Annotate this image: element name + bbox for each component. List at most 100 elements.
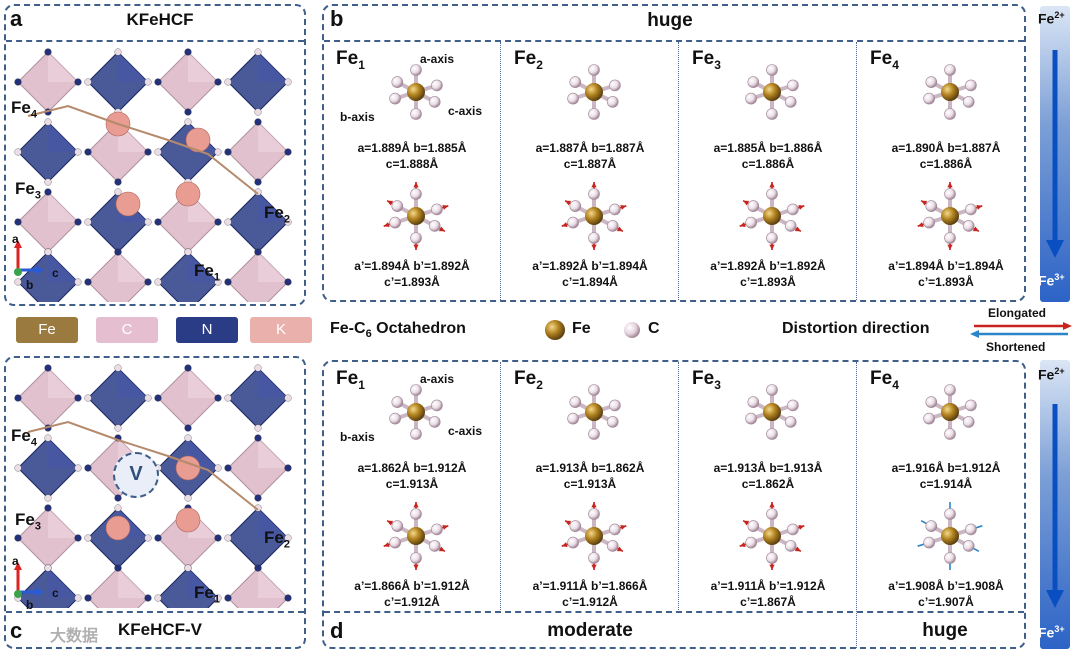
lattice-atom [84, 148, 92, 156]
panel_d-octa-before-3 [745, 384, 799, 440]
octahedron-face-13 [48, 568, 78, 598]
ion-label-fe3-top: Fe3+ [1038, 272, 1065, 289]
lattice-atom [184, 564, 192, 572]
octahedron-face-3 [188, 368, 218, 398]
panel-d-title-huge: huge [922, 620, 968, 641]
panel-d-label: d [330, 618, 344, 643]
lattice-atom [114, 178, 122, 186]
panel_d-octa-after-3 [739, 502, 805, 570]
lattice-atom [254, 248, 262, 256]
site-label-fe4-a: Fe4 [11, 98, 37, 121]
lattice-atom [284, 148, 292, 156]
panel-d-site-title-3: Fe3 [692, 368, 721, 392]
axis-label-c: c [52, 266, 59, 280]
octahedron-face-4 [258, 52, 288, 82]
lattice-atom [184, 364, 192, 372]
lattice-atom [114, 564, 122, 572]
panel-d-sep-3 [856, 362, 857, 648]
octahedron-face-13 [48, 252, 78, 282]
panel-b-frame [322, 4, 1026, 302]
lattice-atom [224, 394, 232, 402]
panel-c-label: c [10, 618, 23, 643]
lattice-atom [224, 148, 232, 156]
lattice-atom [44, 434, 52, 442]
elongated-label: Elongated [988, 306, 1047, 320]
lattice-atom [144, 218, 152, 226]
lattice-atom [74, 78, 82, 86]
octahedron-face-14 [118, 252, 148, 282]
lattice-atom [184, 108, 192, 116]
lattice-atom [284, 78, 292, 86]
panel-c-title-divider [6, 611, 304, 613]
lattice-atom [284, 464, 292, 472]
lattice-atom [284, 534, 292, 542]
lattice-atom [144, 594, 152, 602]
lattice-atom [214, 78, 222, 86]
lattice-atom [84, 78, 92, 86]
down-arrow-icon-top [1046, 50, 1064, 258]
fe-atom-legend-label: Fe [572, 320, 591, 337]
panel-b-sep-2 [678, 42, 679, 300]
axis-triad-a [14, 240, 44, 276]
panel-b-title-divider [324, 40, 1024, 42]
fe-atom-legend-icon [545, 320, 565, 340]
octahedron-face-12 [258, 508, 288, 538]
octahedron-face-15 [188, 252, 218, 282]
axis-label-b: b [26, 278, 34, 292]
lattice-atom [84, 278, 92, 286]
lattice-atom [44, 118, 52, 126]
lattice-atom [144, 148, 152, 156]
lattice-atom [74, 464, 82, 472]
panel-a-title: KFeHCF [126, 10, 194, 29]
octahedron-face-14 [118, 568, 148, 598]
lattice-atom [184, 118, 192, 126]
site-label-fe4-c: Fe4 [11, 426, 37, 449]
lattice-atom [224, 594, 232, 602]
axis-label-b-c: b [26, 598, 34, 612]
legend-chip-k: K [250, 317, 312, 343]
panel-d-title-divider [324, 611, 1024, 613]
lattice-atom [84, 218, 92, 226]
watermark: 大数据 [50, 628, 99, 645]
panel_d-octa-after-4 [917, 502, 983, 570]
lattice-atom [14, 278, 22, 286]
panel-a-frame [4, 4, 306, 306]
axis-triad-c [14, 562, 44, 598]
lattice-atom [284, 218, 292, 226]
octahedron-face-16 [258, 252, 288, 282]
k-ion [105, 515, 131, 541]
lattice-atom [214, 534, 222, 542]
lattice-atom [184, 48, 192, 56]
k-ion [175, 181, 201, 207]
lattice-atom [184, 494, 192, 502]
lattice-atom [254, 564, 262, 572]
lattice-atom [84, 394, 92, 402]
lattice-atom [254, 424, 262, 432]
lattice-atom [44, 494, 52, 502]
lattice-atom [254, 118, 262, 126]
lattice-atom [14, 394, 22, 402]
lattice-atom [254, 48, 262, 56]
octahedron-face-2 [118, 52, 148, 82]
panel-d-site-title-4: Fe4 [870, 368, 899, 392]
panel-a-label: a [10, 6, 23, 31]
lattice-atom [44, 504, 52, 512]
lattice-atom [44, 188, 52, 196]
lattice-atom [154, 394, 162, 402]
panel-b-sep-3 [856, 42, 857, 300]
lattice-atom [154, 218, 162, 226]
site-label-fe2-a: Fe2 [264, 203, 290, 226]
lattice-atom [74, 594, 82, 602]
lattice-atom [154, 278, 162, 286]
panel_d-octa-before-1 [389, 384, 443, 440]
lattice-atom [154, 148, 162, 156]
octahedron-face-9 [48, 192, 78, 222]
panel_d-octa-after-1 [383, 502, 449, 570]
